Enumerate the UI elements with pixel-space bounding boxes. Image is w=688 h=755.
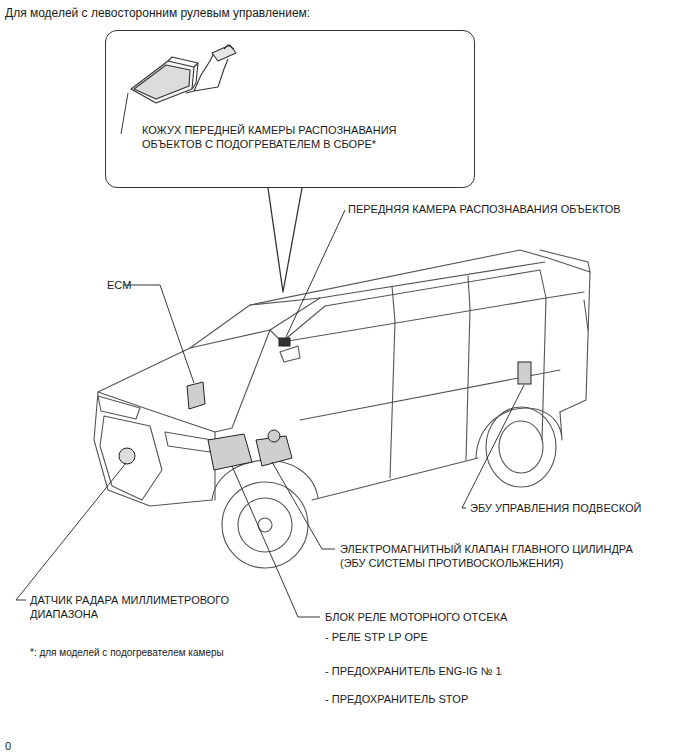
diagram-title: Для моделей с левосторонним рулевым упра… bbox=[5, 6, 310, 20]
page-number: 0 bbox=[5, 739, 11, 753]
part-label: ПЕРЕДНЯЯ КАМЕРА РАСПОЗНАВАНИЯ ОБЪЕКТОВ bbox=[348, 202, 621, 216]
sub-item: - ПРЕДОХРАНИТЕЛЬ STOP bbox=[325, 692, 468, 706]
part-label: ДАТЧИК РАДАРА МИЛЛИМЕТРОВОГО ДИАПАЗОНА bbox=[30, 593, 250, 621]
part-label: ЭБУ УПРАВЛЕНИЯ ПОДВЕСКОЙ bbox=[470, 501, 641, 515]
footnote: *: для моделей с подогревателем камеры bbox=[30, 646, 224, 660]
part-label: ЭЛЕКТРОМАГНИТНЫЙ КЛАПАН ГЛАВНОГО ЦИЛИНДР… bbox=[340, 542, 645, 570]
callout-box: КОЖУХ ПЕРЕДНЕЙ КАМЕРЫ РАСПОЗНАВАНИЯ ОБЪЕ… bbox=[105, 30, 475, 188]
part-label: ECM bbox=[107, 278, 131, 292]
camera-cover-illustration bbox=[106, 31, 476, 189]
sub-item: - ПРЕДОХРАНИТЕЛЬ ENG-IG № 1 bbox=[325, 664, 502, 678]
part-label: БЛОК РЕЛЕ МОТОРНОГО ОТСЕКА bbox=[325, 610, 507, 624]
callout-label: КОЖУХ ПЕРЕДНЕЙ КАМЕРЫ РАСПОЗНАВАНИЯ ОБЪЕ… bbox=[142, 123, 410, 151]
sub-item: - РЕЛЕ STP LP OPE bbox=[325, 630, 428, 644]
